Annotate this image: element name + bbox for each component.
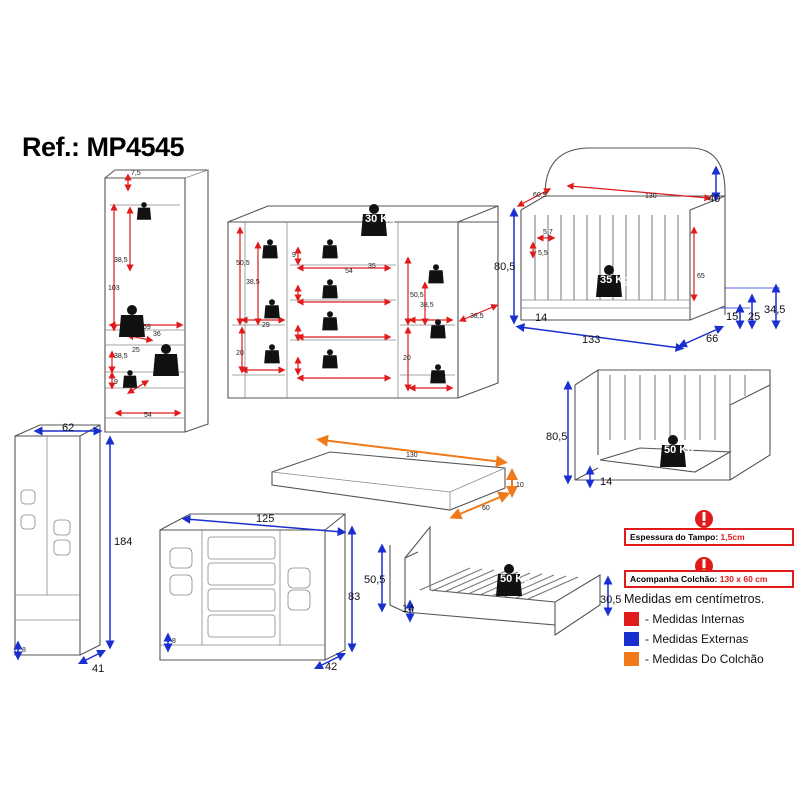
chest-right-shelf-weight-icon	[430, 319, 446, 339]
legend-label: - Medidas Externas	[645, 632, 749, 646]
chest-right-bottom-weight-icon	[430, 364, 446, 384]
chest-inner-drawer-h-label: 9	[292, 252, 296, 259]
sofa-bed-drawing: 80,5 14 50 Kg	[546, 368, 771, 489]
legend-swatch-red	[624, 612, 639, 626]
crib-slat-b-label: 5,5	[538, 250, 548, 257]
chest-drawer3-weight-icon	[322, 311, 338, 331]
mattress-drawing: 130 60 10	[271, 434, 524, 520]
crib-leg-c-label: 34,5	[764, 304, 785, 316]
chest-inner-left-c-label: 20	[236, 350, 244, 357]
bed-weight-icon: 50 Kg	[496, 564, 530, 596]
reference-title: Ref.: MP4545	[22, 132, 185, 162]
mattress-length-label: 130	[406, 452, 418, 459]
mattress-thickness-label: 10	[516, 482, 524, 489]
crib-drawing: 130 60,5 40 5,7 5,5 80,5 65 133 66 14 15…	[494, 147, 785, 352]
wardrobe-inner-width-label: 54	[144, 412, 152, 419]
chest-left-bottom-weight-icon	[264, 344, 280, 364]
mattress-width-label: 60	[482, 505, 490, 512]
thickness-note-label: Espessura do Tampo:	[630, 532, 721, 542]
sofa-bed-height-label: 80,5	[546, 431, 567, 443]
svg-text:50 Kg: 50 Kg	[664, 444, 694, 456]
chest-inner-drawer-d-label: 35	[368, 263, 376, 270]
thickness-note: Espessura do Tampo: 1,5cm	[624, 528, 794, 546]
chest-right-rod-weight-icon	[428, 264, 444, 284]
wardrobe-inner-a-label: 25	[132, 347, 140, 354]
chest-depth-label: 42	[325, 661, 337, 673]
crib-depth-label: 66	[706, 333, 718, 345]
chest-exterior-drawing: 125 83 42 8	[159, 513, 360, 673]
crib-side-label: 60,5	[533, 192, 547, 199]
thickness-note-value: 1,5cm	[720, 532, 745, 542]
chest-foot-label: 8	[172, 638, 176, 645]
wardrobe-drawer-weight-icon	[122, 370, 138, 388]
chest-drawer1-weight-icon	[322, 239, 338, 259]
chest-inner-right-c-label: 20	[403, 355, 411, 362]
bed-drawing: 50,5 14 30,5 50 Kg	[364, 525, 621, 637]
wardrobe-shelf-weight-icon	[119, 305, 145, 337]
crib-leg-a-label: 15	[726, 311, 738, 323]
legend-label: - Medidas Do Colchão	[645, 652, 764, 666]
wardrobe-interior-drawing: 7,5 38,5 103 59 36 25 38,5 9 54	[104, 169, 209, 433]
sofa-bed-weight-icon: 50 Kg	[660, 435, 694, 467]
chest-top-weight-icon: 30 Kg	[361, 204, 395, 236]
bed-floor-label: 14	[402, 603, 414, 615]
legend-item-internal: - Medidas Internas	[624, 612, 794, 626]
chest-interior-drawing: 50,5 38,5 20 29 9 54 35 50,5 38,5 20 38,…	[227, 204, 499, 399]
crib-height-label: 80,5	[494, 261, 515, 273]
crib-slat-a-label: 5,7	[543, 229, 553, 236]
bed-height-label: 50,5	[364, 574, 385, 586]
wardrobe-inner-top-label: 7,5	[131, 170, 141, 177]
chest-drawer2-weight-icon	[322, 279, 338, 299]
wardrobe-height-label: 184	[114, 536, 132, 548]
crib-weight-icon: 35 Kg	[596, 265, 630, 297]
crib-leg-b-label: 25	[748, 311, 760, 323]
mattress-note-label: Acompanha Colchão:	[630, 574, 720, 584]
chest-width-label: 125	[256, 513, 274, 525]
crib-headboard-label: 40	[708, 193, 720, 205]
notes-panel: Espessura do Tampo: 1,5cm Acompanha Colc…	[624, 512, 794, 666]
warning-icon	[695, 510, 713, 528]
legend-swatch-orange	[624, 652, 639, 666]
chest-inner-drawer-w-label: 54	[345, 268, 353, 275]
wardrobe-inner-depth-label: 36	[153, 331, 161, 338]
chest-inner-right-b-label: 38,5	[420, 302, 434, 309]
sofa-bed-floor-label: 14	[600, 476, 612, 488]
legend-item-mattress: - Medidas Do Colchão	[624, 652, 794, 666]
legend-swatch-blue	[624, 632, 639, 646]
units-note: Medidas em centímetros.	[624, 592, 765, 606]
chest-rod-weight-icon	[262, 239, 278, 259]
crib-floor-label: 14	[535, 312, 547, 324]
chest-inner-left-b-label: 38,5	[246, 279, 260, 286]
wardrobe-inner-height-label: 103	[108, 285, 120, 292]
wardrobe-bottom-weight-icon	[153, 344, 179, 376]
chest-height-label: 83	[348, 591, 360, 603]
wardrobe-inner-c-label: 9	[114, 379, 118, 386]
chest-inner-shelf-w-label: 29	[262, 322, 270, 329]
wardrobe-inner-shelf-label: 59	[143, 324, 151, 331]
crib-width-bottom-label: 133	[582, 334, 600, 346]
crib-width-top-label: 130	[645, 193, 657, 200]
bed-foot-label: 30,5	[600, 594, 621, 606]
chest-drawer4-weight-icon	[322, 349, 338, 369]
chest-inner-right-a-label: 50,5	[410, 292, 424, 299]
legend-label: - Medidas Internas	[645, 612, 745, 626]
wardrobe-inner-upper-label: 38,5	[114, 257, 128, 264]
wardrobe-width-label: 62	[62, 422, 74, 434]
wardrobe-exterior-drawing: 62 184 41 8	[13, 422, 132, 675]
chest-left-shelf-weight-icon	[264, 299, 280, 319]
wardrobe-inner-b-label: 38,5	[114, 353, 128, 360]
mattress-note-value: 130 x 60 cm	[719, 574, 768, 584]
legend-item-external: - Medidas Externas	[624, 632, 794, 646]
wardrobe-foot-label: 8	[22, 647, 26, 654]
svg-text:50 Kg: 50 Kg	[500, 573, 530, 585]
svg-text:30 Kg: 30 Kg	[365, 213, 395, 225]
chest-inner-left-a-label: 50,5	[236, 260, 250, 267]
svg-text:35 Kg: 35 Kg	[600, 274, 630, 286]
crib-inner-height-label: 65	[697, 273, 705, 280]
wardrobe-depth-label: 41	[92, 663, 104, 675]
chest-inner-right-d-label: 38,5	[470, 313, 484, 320]
mattress-note: Acompanha Colchão: 130 x 60 cm	[624, 570, 794, 588]
